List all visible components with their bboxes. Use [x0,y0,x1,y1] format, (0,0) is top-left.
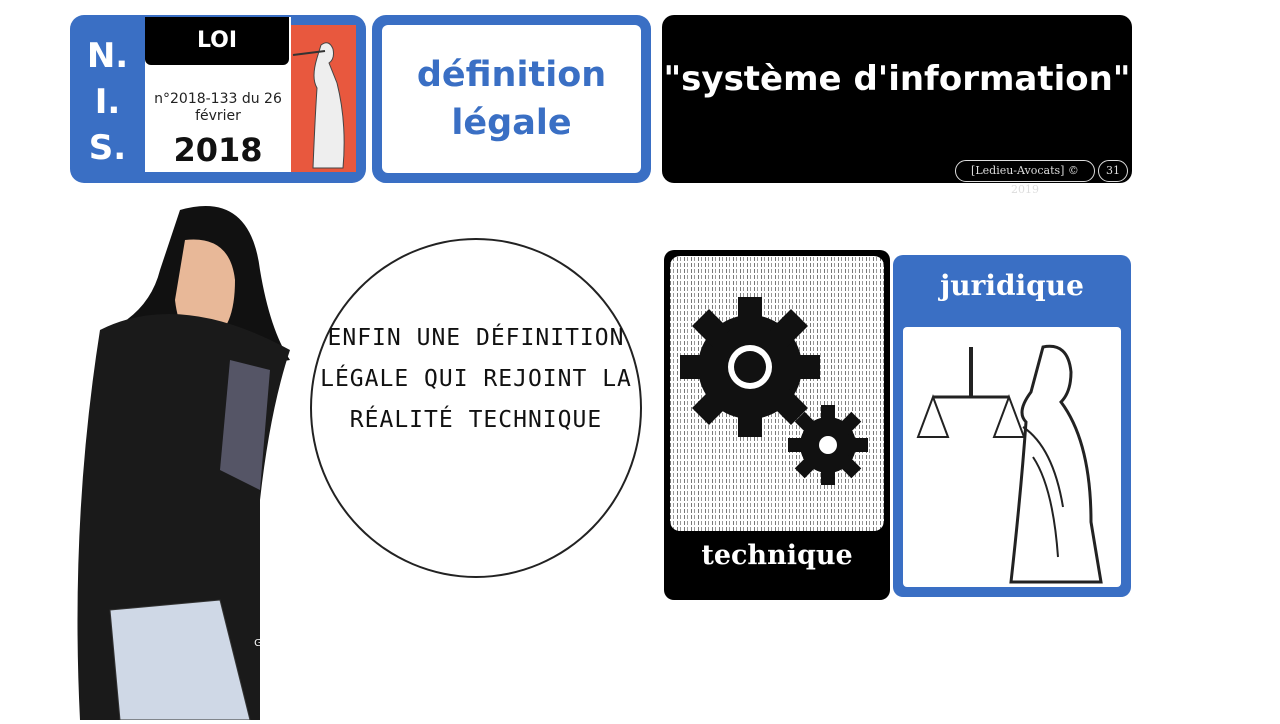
technique-card: technique [664,250,890,600]
gears-icon [680,297,868,485]
letter-i: I. [94,82,121,122]
speech-text: ENFIN UNE DÉFINITION LÉGALE QUI REJOINT … [320,325,632,433]
juridique-card: juridique [893,255,1131,597]
letter-n: N. [86,36,129,76]
nis-letters: N. I. S. [70,33,145,171]
technique-label: technique [701,540,853,571]
letter-s: S. [88,128,127,168]
topic-box: "système d'information" [Ledieu-Avocats]… [662,15,1132,196]
topic-title: "système d'information" [663,59,1131,99]
nis-law-badge: N. I. S. LOI n°2018-133 du 26 février 20… [70,15,366,183]
copyright-footer: [Ledieu-Avocats] © 2019 [955,160,1095,196]
definition-box: définition légale [372,15,651,183]
law-year: 2018 [173,131,263,169]
justice-statue-image [903,327,1121,587]
law-number: n°2018-133 du 26 février [154,91,282,124]
juridique-label: juridique [940,269,1084,302]
speech-bubble: ENFIN UNE DÉFINITION LÉGALE QUI REJOINT … [310,238,642,578]
definition-title: définition légale [382,25,641,173]
illustration-credit: Philippe Gauckler © 2016 [254,625,312,662]
law-header: LOI [145,17,289,65]
justice-statue-image [291,25,356,172]
page-number: 31 [1098,160,1128,182]
